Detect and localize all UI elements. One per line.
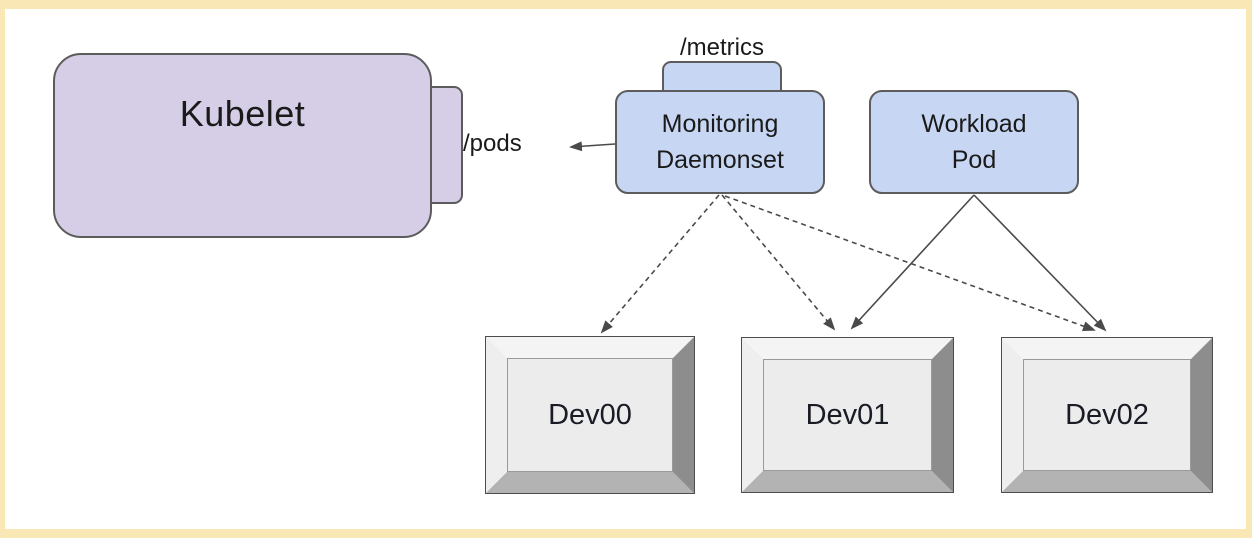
pods-endpoint-label: /pods — [463, 130, 522, 157]
edge-monitoring-to-dev02-dashed-arrow — [724, 195, 1096, 331]
dev00-label: Dev00 — [548, 398, 632, 431]
dev02-label: Dev02 — [1065, 398, 1149, 431]
monitoring-label-line2: Daemonset — [656, 146, 784, 174]
node-dev02: Dev02 — [1001, 337, 1213, 493]
edge-monitoring-to-kubelet-pods-arrow — [569, 141, 616, 152]
dev01-label: Dev01 — [805, 398, 890, 431]
node-dev01: Dev01 — [741, 337, 954, 493]
node-workload-pod: Workload Pod — [869, 90, 1079, 194]
node-monitoring-daemonset: Monitoring Daemonset — [615, 90, 825, 194]
kubelet-label: Kubelet — [179, 93, 306, 134]
workload-label-line1: Workload — [921, 110, 1027, 138]
monitoring-label-line1: Monitoring — [661, 110, 779, 138]
node-dev00: Dev00 — [485, 336, 695, 494]
edge-monitoring-to-dev01-dashed-arrow — [721, 194, 836, 331]
edge-workload-to-dev01-arrow — [850, 194, 975, 330]
diagram-canvas: Kubelet Monitoring Daemonset Workload Po… — [5, 9, 1246, 529]
edge-monitoring-to-dev00-dashed-arrow — [600, 194, 720, 334]
workload-label-line2: Pod — [951, 146, 997, 174]
metrics-endpoint-label: /metrics — [680, 34, 764, 61]
edge-workload-to-dev02-arrow — [973, 194, 1107, 332]
node-kubelet: Kubelet — [53, 53, 432, 238]
